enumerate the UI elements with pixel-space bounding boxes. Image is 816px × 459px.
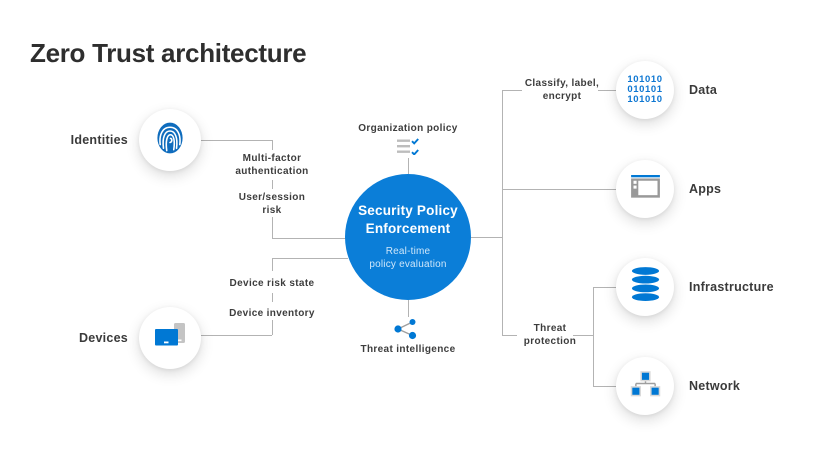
binary-row: 010101	[627, 83, 663, 95]
laptop-phone-icon	[152, 322, 188, 355]
connector-vertical	[272, 258, 273, 271]
connector-threatintel-to-hub	[408, 300, 409, 317]
threat-protection-label: Threat protection	[505, 322, 595, 348]
connector-threatprotection-branch	[502, 335, 517, 336]
page-title: Zero Trust architecture	[30, 38, 307, 68]
organization-policy-label: Organization policy	[358, 123, 458, 134]
data-node: 101010 010101 101010	[616, 61, 674, 119]
connector-tick	[272, 293, 273, 302]
connector-trunk	[502, 90, 503, 336]
device-risk-state-label: Device risk state	[229, 278, 315, 289]
device-inventory-label: Device inventory	[229, 308, 315, 319]
user-session-line2: risk	[262, 205, 282, 216]
multi-factor-line1: Multi-factor	[242, 153, 302, 164]
binary-row: 101010	[627, 73, 663, 85]
hub-title-line1: Security Policy	[358, 203, 458, 219]
classify-line2: encrypt	[542, 91, 582, 102]
threat-protection-line1: Threat	[533, 323, 567, 334]
fingerprint-icon	[156, 121, 184, 160]
checklist-icon	[397, 138, 422, 160]
connector-network-branch	[593, 386, 616, 387]
threat-protection-line2: protection	[523, 336, 577, 347]
identities-node	[139, 109, 201, 171]
connector-vertical	[272, 217, 273, 238]
devices-label: Devices	[78, 331, 128, 345]
hub-subtitle-line1: Real-time	[385, 245, 431, 257]
infrastructure-label: Infrastructure	[689, 280, 774, 294]
devices-node	[139, 307, 201, 369]
classify-label-encrypt-label: Classify, label, encrypt	[512, 77, 612, 103]
user-session-risk-label: User/session risk	[212, 191, 332, 217]
connector-devices-horizontal	[201, 335, 272, 336]
apps-node	[616, 160, 674, 218]
connector-threatprotection-branch	[573, 335, 594, 336]
classify-line1: Classify, label,	[524, 78, 600, 89]
connector-hub-to-trunk	[471, 237, 502, 238]
network-label: Network	[689, 379, 741, 393]
apps-label: Apps	[689, 182, 722, 196]
data-label: Data	[689, 83, 718, 97]
threat-intelligence-label: Threat intelligence	[360, 344, 456, 355]
connector-orgpolicy-to-hub	[408, 158, 409, 175]
network-tree-icon	[630, 370, 661, 402]
connector-data-branch	[598, 90, 616, 91]
connector-apps-branch	[502, 189, 616, 190]
multi-factor-label: Multi-factor authentication	[212, 152, 332, 178]
binary-row: 101010	[627, 94, 663, 106]
database-icon	[630, 266, 661, 308]
binary-code-icon: 101010 010101 101010	[627, 73, 663, 106]
connector-tick	[272, 180, 273, 189]
multi-factor-line2: authentication	[235, 166, 309, 177]
infrastructure-node	[616, 258, 674, 316]
user-session-line1: User/session	[238, 192, 306, 203]
connector-data-branch	[502, 90, 522, 91]
connector-tick	[272, 140, 273, 150]
share-nodes-icon	[392, 318, 420, 345]
connector-infrastructure-branch	[593, 287, 616, 288]
security-policy-enforcement-hub: Security Policy Enforcement Real-time po…	[345, 174, 471, 300]
connector-devices-to-hub	[272, 258, 348, 259]
connector-identities-horizontal	[201, 140, 272, 141]
hub-subtitle-line2: policy evaluation	[369, 259, 447, 271]
identities-label: Identities	[70, 133, 128, 147]
connector-vertical	[272, 320, 273, 335]
connector-trunk-secondary	[593, 287, 594, 386]
connector-identities-to-hub	[272, 238, 348, 239]
network-node	[616, 357, 674, 415]
hub-title-line2: Enforcement	[365, 221, 451, 236]
app-window-icon	[630, 174, 661, 204]
